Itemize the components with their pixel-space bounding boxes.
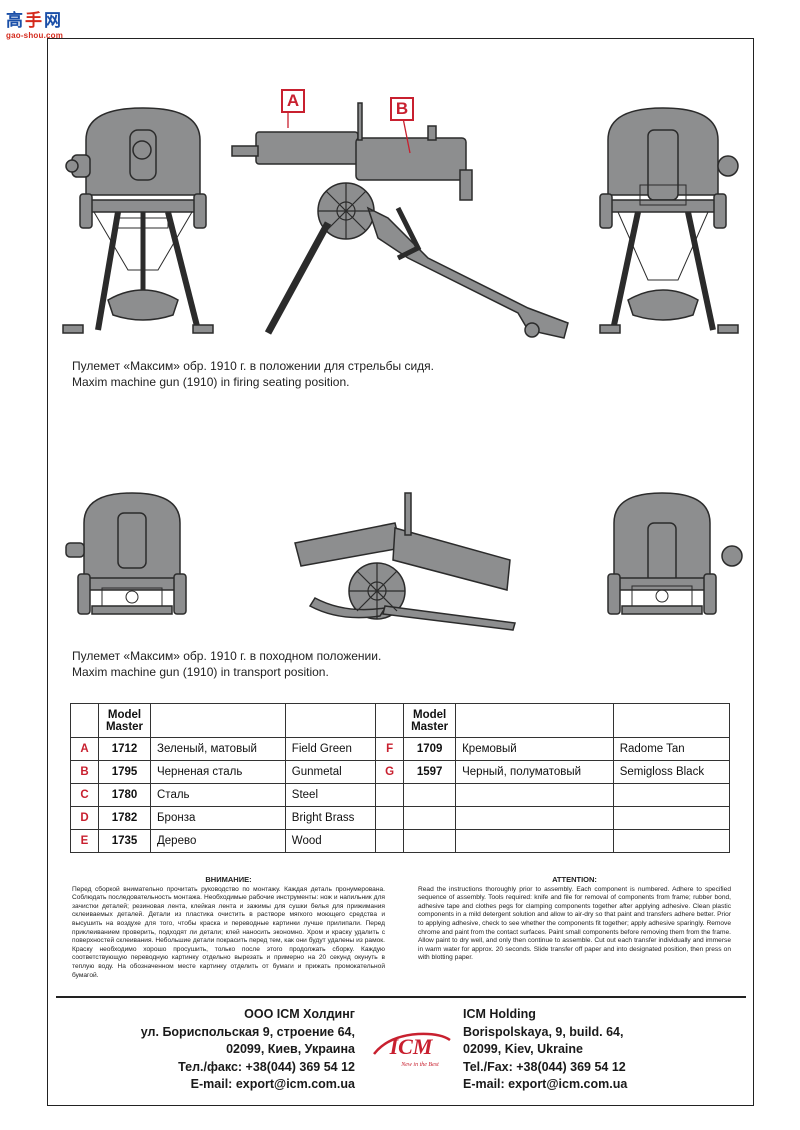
- site-watermark: 高 手 网 gao-shou.com: [6, 6, 76, 46]
- caption-transport-ru: Пулемет «Максим» обр. 1910 г. в походном…: [72, 649, 382, 663]
- paint-code: 1782: [98, 806, 151, 830]
- paint-letter: G: [375, 760, 405, 784]
- table-row: D 1782 Бронза Bright Brass: [70, 806, 731, 830]
- paint-name-ru: Черненая сталь: [150, 760, 286, 784]
- paint-name-en: Gunmetal: [284, 760, 377, 784]
- callout-a: A: [281, 89, 305, 113]
- paint-name-en: Wood: [284, 829, 377, 853]
- address-ru: ООО ICM Холдинг ул. Бориспольская 9, стр…: [141, 1006, 355, 1094]
- callout-b: B: [390, 97, 414, 121]
- paint-name-ru: Кремовый: [455, 737, 614, 761]
- transport-rear-view: [607, 492, 743, 615]
- footer-divider: [56, 996, 746, 998]
- address-en-city: 02099, Kiev, Ukraine: [463, 1042, 583, 1056]
- address-ru-phone: Тел./факс: +38(044) 369 54 12: [178, 1059, 355, 1074]
- paint-name-ru: Дерево: [150, 829, 286, 853]
- paint-code: 1709: [403, 737, 457, 761]
- paint-letter: F: [375, 737, 405, 761]
- caption-transport-en: Maxim machine gun (1910) in transport po…: [72, 665, 329, 679]
- paint-name-en: Steel: [284, 783, 377, 807]
- attention-text-en: Read the instructions thoroughly prior t…: [418, 885, 731, 962]
- table-row: E 1735 Дерево Wood: [70, 829, 731, 853]
- address-en-email: E-mail: export@icm.com.ua: [463, 1077, 628, 1091]
- address-en: ICM Holding Borispolskaya, 9, build. 64,…: [463, 1006, 627, 1094]
- firing-side-view: [231, 102, 569, 339]
- firing-front-view: [62, 107, 214, 334]
- attention-note-en: ATTENTION: Read the instructions thoroug…: [418, 875, 731, 963]
- caption-transport: Пулемет «Максим» обр. 1910 г. в походном…: [72, 648, 381, 680]
- watermark-site: gao-shou.com: [6, 31, 64, 40]
- table-row: C 1780 Сталь Steel: [70, 783, 731, 807]
- address-en-street: Borispolskaya, 9, build. 64,: [463, 1024, 624, 1039]
- attention-title-en: ATTENTION:: [552, 875, 597, 884]
- paint-name-en: Bright Brass: [284, 806, 377, 830]
- paint-name-ru: Сталь: [150, 783, 286, 807]
- paint-code: 1597: [403, 760, 457, 784]
- icm-logo: ICM New in the Best: [373, 1032, 451, 1068]
- address-en-company: ICM Holding: [463, 1007, 536, 1021]
- logo-tagline: New in the Best: [400, 1062, 439, 1068]
- paint-table-header-row: Model Master Model Master: [70, 703, 731, 738]
- paint-name-ru: Бронза: [150, 806, 286, 830]
- paint-name-ru: Черный, полуматовый: [455, 760, 614, 784]
- watermark-char-1: 高: [6, 11, 23, 31]
- paint-name-ru: Зеленый, матовый: [150, 737, 286, 761]
- address-ru-email: E-mail: export@icm.com.ua: [190, 1077, 355, 1091]
- paint-letter: D: [70, 806, 99, 830]
- paint-code: 1780: [98, 783, 151, 807]
- paint-code: 1735: [98, 829, 151, 853]
- transport-front-view: [65, 492, 187, 615]
- paint-letter: E: [70, 829, 99, 853]
- watermark-char-3: 网: [44, 11, 61, 31]
- logo-text: ICM: [389, 1034, 434, 1059]
- attention-text-ru: Перед сборкой внимательно прочитать руко…: [72, 885, 385, 979]
- header-model-master-right: Model Master: [403, 703, 457, 738]
- address-ru-city: 02099, Киев, Украина: [226, 1042, 355, 1056]
- paint-table: Model Master Model Master A 1712 Зеленый…: [70, 703, 731, 853]
- address-ru-company: ООО ICM Холдинг: [244, 1007, 355, 1021]
- firing-rear-view: [599, 107, 739, 334]
- address-en-phone: Tel./Fax: +38(044) 369 54 12: [463, 1059, 626, 1074]
- table-row: A 1712 Зеленый, матовый Field Green F 17…: [70, 737, 731, 761]
- paint-name-en: Field Green: [284, 737, 377, 761]
- page-frame: [47, 38, 754, 1106]
- header-model-master-left: Model Master: [98, 703, 151, 738]
- paint-letter: C: [70, 783, 99, 807]
- address-ru-street: ул. Бориспольская 9, строение 64,: [140, 1024, 355, 1039]
- caption-firing-ru: Пулемет «Максим» обр. 1910 г. в положени…: [72, 359, 434, 373]
- paint-name-en: Semigloss Black: [612, 760, 731, 784]
- paint-letter: B: [70, 760, 99, 784]
- caption-firing-en: Maxim machine gun (1910) in firing seati…: [72, 375, 350, 389]
- paint-code: 1712: [98, 737, 151, 761]
- attention-title-ru: ВНИМАНИЕ:: [205, 875, 252, 884]
- table-row: B 1795 Черненая сталь Gunmetal G 1597 Че…: [70, 760, 731, 784]
- attention-note-ru: ВНИМАНИЕ: Перед сборкой внимательно проч…: [72, 875, 385, 980]
- caption-firing: Пулемет «Максим» обр. 1910 г. в положени…: [72, 358, 434, 390]
- watermark-char-2: 手: [25, 11, 42, 31]
- transport-side-view: [294, 492, 516, 631]
- paint-code: 1795: [98, 760, 151, 784]
- paint-name-en: Radome Tan: [612, 737, 731, 761]
- paint-letter: A: [70, 737, 99, 761]
